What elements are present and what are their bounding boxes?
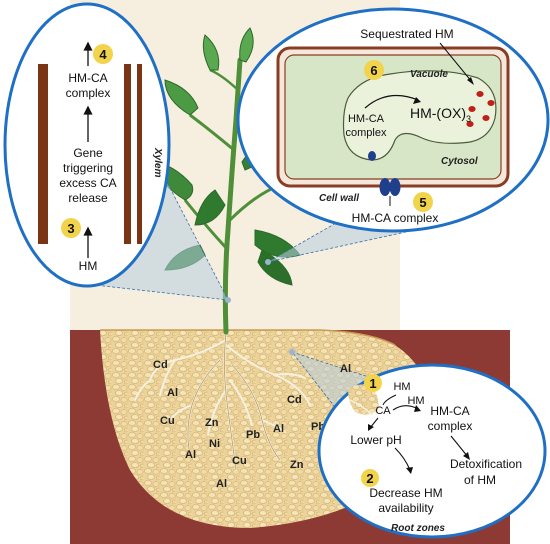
- metal-label: Al: [340, 363, 351, 375]
- step-badge: [361, 469, 379, 487]
- hm-dot-icon: [466, 91, 495, 127]
- step-number: 4: [99, 47, 107, 62]
- cell-panel: Sequestrated HM 6 Vacuole HM-CA complex …: [236, 7, 550, 233]
- metal-label: Al: [185, 449, 196, 461]
- step-number: 5: [419, 195, 426, 210]
- root-complex-label: HM-CA: [430, 404, 469, 418]
- root-hm-label: HM: [407, 395, 424, 407]
- lower-ph-label: Lower pH: [350, 433, 401, 447]
- transporter-icon: [368, 151, 401, 196]
- plant: [183, 57, 286, 335]
- gene-label: triggering: [63, 161, 113, 175]
- metal-label: Zn: [205, 417, 219, 429]
- metal-label: Cd: [287, 394, 302, 406]
- cell-wall-label: Cell wall: [319, 193, 359, 204]
- step-badge: [61, 218, 81, 238]
- sequestrated-label: Sequestrated HM: [360, 27, 453, 41]
- vacuole-label: Vacuole: [410, 69, 448, 80]
- metal-label: Cu: [232, 455, 247, 467]
- metal-label: Ni: [209, 438, 220, 450]
- hm-label: HM: [79, 259, 98, 273]
- soil-metal-labels: Cd Al Cu Zn Ni Pb Al Cd Pb Al Cu Zn Al A…: [153, 359, 351, 490]
- gene-label: release: [68, 191, 108, 205]
- oxide-label: HM-(OX)3: [410, 105, 471, 124]
- step-number: 6: [370, 63, 377, 78]
- step-number: 2: [366, 471, 373, 486]
- detox-label: Detoxification: [450, 457, 522, 471]
- xylem-wall-left: [38, 64, 48, 244]
- ca-label: CA: [375, 405, 391, 417]
- step-badge: [364, 374, 382, 392]
- gene-label: Gene: [73, 146, 103, 160]
- cell-complex-label: HM-CA: [348, 113, 385, 125]
- detox-label: of HM: [464, 473, 496, 487]
- metal-label: Pb: [246, 429, 260, 441]
- metal-label: Zn: [290, 459, 304, 471]
- metal-label: Al: [273, 423, 284, 435]
- xylem-wall-right-outer: [137, 64, 142, 244]
- metal-label: Cu: [160, 415, 175, 427]
- up-arrow-icon: [83, 41, 93, 258]
- metal-label: Al: [216, 478, 227, 490]
- root-zone-panel: 1 HM HM CA HM-CA complex Lower pH 2 Deto…: [317, 363, 547, 539]
- decrease-label: availability: [378, 501, 433, 515]
- step-badge: [93, 44, 113, 64]
- root-hm-label: HM: [393, 381, 410, 393]
- vacuole: [342, 70, 497, 161]
- step-badge: [413, 192, 433, 212]
- root-complex-label: complex: [428, 419, 473, 433]
- metal-label: Al: [167, 387, 178, 399]
- step-number: 1: [369, 376, 376, 391]
- metal-label: Cd: [153, 359, 168, 371]
- xylem-label: Xylem: [152, 147, 163, 178]
- step-badge: [364, 60, 384, 80]
- cell-complex-label: complex: [346, 127, 387, 139]
- step-number: 3: [67, 221, 74, 236]
- cytosol-label: Cytosol: [441, 156, 478, 167]
- complex-label: complex: [66, 86, 111, 100]
- complex-label: HM-CA: [68, 71, 107, 85]
- gene-label: excess CA: [59, 176, 116, 190]
- root-zones-label: Root zones: [391, 523, 445, 534]
- transport-label: HM-CA complex: [352, 211, 439, 225]
- xylem-wall-right-inner: [124, 64, 131, 244]
- decrease-label: Decrease HM: [369, 486, 442, 500]
- xylem-panel: 4 HM-CA complex Gene triggering excess C…: [3, 2, 171, 288]
